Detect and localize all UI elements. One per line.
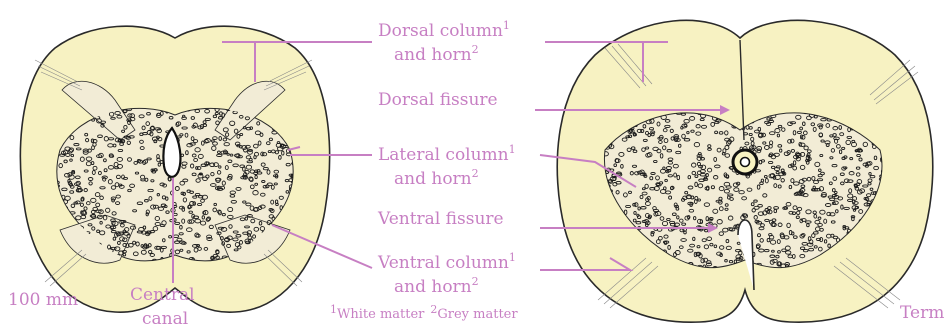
label-lateral-horn: and horn2 <box>394 167 479 189</box>
label-ventral-column: Ventral column1 <box>377 251 516 273</box>
label-size-100mm: 100 mm <box>8 290 78 310</box>
label-dorsal-fissure: Dorsal fissure <box>378 90 498 110</box>
label-lateral-column: Lateral column1 <box>378 143 516 165</box>
label-central-canal-1: Central <box>130 285 195 305</box>
label-dorsal-horn: and horn2 <box>394 43 479 65</box>
legend-footnotes: 1White matter2Grey matter <box>330 303 518 322</box>
label-dorsal-column: Dorsal column1 <box>378 19 510 41</box>
left-cross-section <box>20 26 329 312</box>
right-cross-section <box>557 20 933 322</box>
right-central-canal-lumen <box>741 158 750 167</box>
label-ventral-horn: and horn2 <box>394 275 479 297</box>
label-ventral-fissure: Ventral fissure <box>377 209 504 229</box>
label-term: Term <box>900 303 944 323</box>
label-central-canal-2: canal <box>142 309 188 329</box>
